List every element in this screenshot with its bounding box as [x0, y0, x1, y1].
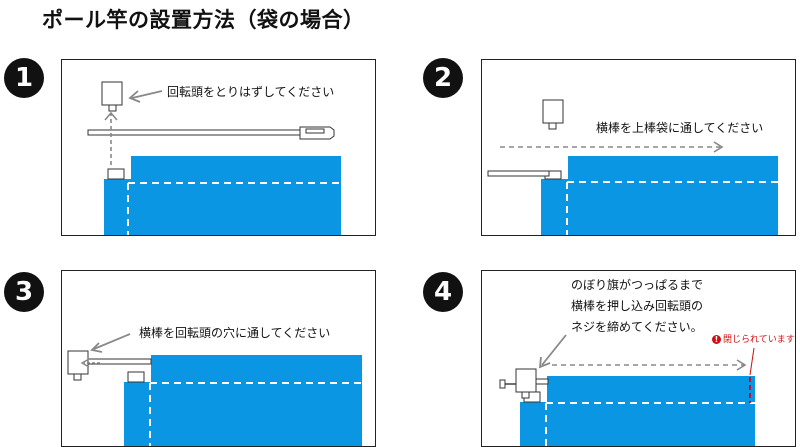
vertical-pole — [520, 402, 547, 446]
step-3-instruction: 横棒を回転頭の穴に通してください — [139, 326, 331, 340]
insert-arrow-head — [713, 141, 724, 153]
note-pointer-line — [749, 347, 755, 376]
pole-cap — [107, 168, 125, 180]
pointer-arrow-line — [131, 90, 163, 99]
flag-body — [151, 355, 362, 446]
closed-note: !閉じられています — [712, 332, 795, 345]
page-title: ポール竿の設置方法（袋の場合） — [42, 8, 365, 32]
step-3-illustration: 横棒を回転頭の穴に通してください — [61, 270, 376, 447]
pointer-arrow-head — [90, 342, 103, 353]
lift-arrow-head — [104, 111, 118, 121]
closed-note-text: 閉じられています — [723, 335, 795, 345]
horizontal-bar — [87, 129, 301, 136]
flag-body — [547, 376, 755, 446]
step-1-illustration: 回転頭をとりはずしてください — [61, 59, 376, 236]
pole-cap — [127, 371, 145, 383]
alert-icon: ! — [712, 335, 721, 344]
step-2-drawing — [487, 99, 778, 235]
pointer-arrow-line — [541, 334, 567, 366]
rotating-head — [542, 99, 564, 124]
screw-knob — [499, 379, 506, 389]
rotating-head — [101, 81, 123, 106]
step-3-number: 3 — [4, 272, 44, 312]
pointer-arrow-head — [128, 90, 141, 103]
step-4-number: 4 — [423, 272, 463, 312]
rotating-head — [515, 368, 537, 393]
flag-body — [568, 156, 778, 235]
flag-body — [131, 156, 341, 235]
step-1-instruction: 回転頭をとりはずしてください — [167, 85, 335, 99]
step-4-drawing — [499, 334, 755, 446]
step-1-drawing — [87, 81, 341, 235]
vertical-pole — [541, 179, 568, 235]
step-4-illustration: のぼり旗がつっぱるまで 横棒を押し込み回転頭の ネジを締めてください。 !閉じら… — [481, 270, 796, 447]
step-2-number: 2 — [423, 58, 463, 98]
step-2-illustration: 横棒を上棒袋に通してください — [481, 59, 796, 236]
step-1-number: 1 — [4, 58, 44, 98]
vertical-pole — [124, 382, 151, 446]
step-2-instruction: 横棒を上棒袋に通してください — [596, 121, 764, 135]
vertical-pole — [104, 179, 131, 235]
push-arrow-head — [736, 359, 747, 371]
step-3-drawing — [67, 333, 362, 446]
horizontal-bar — [487, 170, 550, 177]
pointer-arrow-head — [538, 356, 551, 369]
push-arrow-head — [80, 358, 90, 368]
pointer-arrow-line — [93, 333, 131, 350]
step-4-instruction: のぼり旗がつっぱるまで 横棒を押し込み回転頭の ネジを締めてください。 — [571, 278, 704, 334]
